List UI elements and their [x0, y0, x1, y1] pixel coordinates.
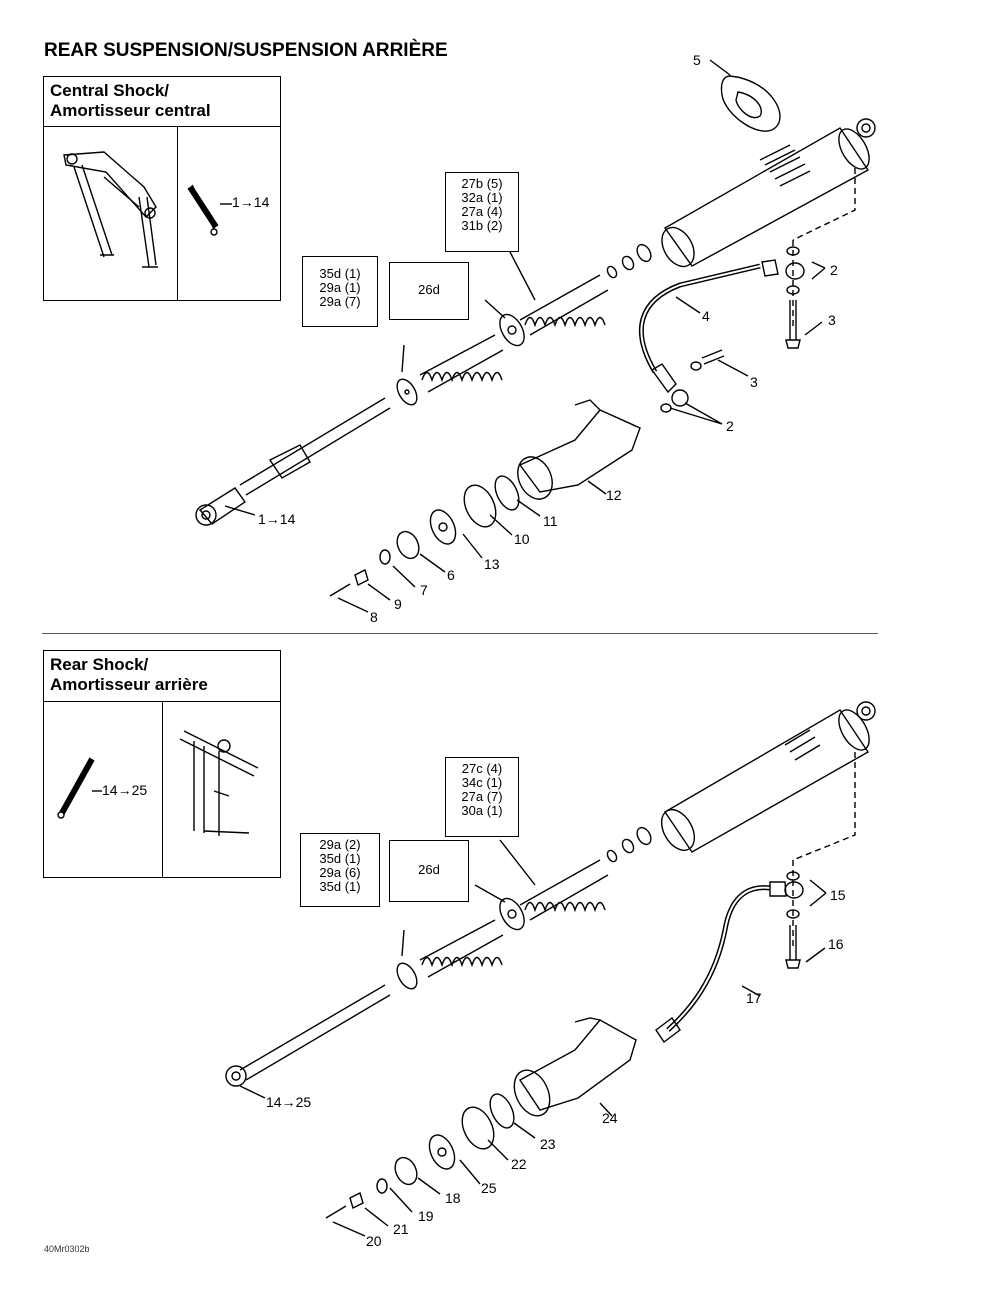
central-shock-inset: Central Shock/ Amortisseur central 1→14	[43, 76, 281, 301]
callout-16: 16	[828, 936, 844, 952]
callout-18: 18	[445, 1190, 461, 1206]
spring-stack-lower-rear	[419, 919, 504, 978]
central-title-line1: Central Shock/	[50, 81, 170, 100]
box-line: 32a (1)	[461, 190, 503, 205]
box-line: 27a (7)	[461, 789, 503, 804]
hose-4	[638, 259, 805, 394]
shock-body-rear	[660, 701, 876, 853]
box-line: 27b (5)	[461, 176, 503, 191]
central-inset-ref: 1→14	[232, 194, 270, 210]
box-line: 27a (4)	[461, 204, 503, 219]
callout-6: 6	[447, 567, 455, 583]
page-title: REAR SUSPENSION/SUSPENSION ARRIÈRE	[44, 40, 448, 61]
central-kit-box-a: 27b (5) 32a (1) 27a (4) 31b (2)	[445, 172, 519, 252]
spring-stack-upper-rear	[519, 859, 609, 921]
callout-9: 9	[394, 596, 402, 612]
inset-divider	[177, 127, 178, 300]
rear-kit-box-b: 29a (2) 35d (1) 29a (6) 35d (1)	[300, 833, 380, 907]
callout-25: 25	[481, 1180, 497, 1196]
callout-12: 12	[606, 487, 622, 503]
box-line: 29a (7)	[319, 294, 361, 309]
callout-22: 22	[511, 1156, 527, 1172]
spring-stack-lower-central	[419, 334, 504, 393]
box-line: 29a (1)	[319, 280, 361, 295]
box-line: 26d	[418, 282, 440, 297]
callout-8: 8	[370, 609, 378, 625]
central-title-line2: Amortisseur central	[50, 101, 211, 120]
box-line: 34c (1)	[461, 775, 503, 790]
callout-13: 13	[484, 556, 500, 572]
callout-23: 23	[540, 1136, 556, 1152]
box-line: 29a (6)	[319, 865, 361, 880]
callout-2b: 2	[726, 418, 734, 434]
central-kit-box-b: 35d (1) 29a (1) 29a (7)	[302, 256, 378, 327]
washer-5	[720, 75, 781, 132]
rear-inset-ref: 14→25	[102, 782, 148, 798]
central-frame-illustration	[63, 151, 232, 268]
callout-2a: 2	[830, 262, 838, 278]
callout-3b: 3	[750, 374, 758, 390]
callout-11: 11	[543, 513, 558, 529]
box-line: 35d (1)	[319, 879, 361, 894]
hose-17	[655, 881, 804, 1044]
callout-10: 10	[514, 531, 530, 547]
box-line: 26d	[418, 862, 440, 877]
piston-26d-central	[499, 313, 525, 347]
box-line: 29a (2)	[319, 837, 361, 852]
rear-title-line1: Rear Shock/	[50, 655, 149, 674]
box-line: 27c (4)	[461, 761, 503, 776]
callout-15: 15	[830, 887, 846, 903]
shock-body-central	[661, 118, 876, 268]
box-line: 31b (2)	[461, 218, 503, 233]
central-kit-box-c: 26d	[389, 262, 469, 320]
rear-shock-title: Rear Shock/ Amortisseur arrière	[44, 651, 280, 702]
box-line: 35d (1)	[319, 266, 361, 281]
reservoir-24	[513, 1017, 637, 1117]
rear-shock-mini-illustration	[57, 730, 259, 836]
rear-kit-box-c: 26d	[389, 840, 469, 902]
callout-24: 24	[602, 1110, 618, 1126]
callout-ref-central: 1→14	[258, 511, 296, 527]
callout-7: 7	[420, 582, 428, 598]
drawing-code: 40Mr0302b	[44, 1244, 90, 1254]
rear-title-line2: Amortisseur arrière	[50, 675, 208, 694]
inset-divider	[162, 702, 163, 877]
callout-4: 4	[702, 308, 710, 324]
shaft-assembly-central	[195, 397, 391, 526]
box-line: 30a (1)	[461, 803, 503, 818]
spring-stack-upper-central	[519, 274, 609, 336]
callout-19: 19	[418, 1208, 434, 1224]
box-line: 35d (1)	[319, 851, 361, 866]
shaft-assembly-rear	[225, 984, 391, 1087]
callout-20: 20	[366, 1233, 382, 1249]
central-shock-title: Central Shock/ Amortisseur central	[44, 77, 280, 127]
rear-shock-inset: Rear Shock/ Amortisseur arrière 14→25	[43, 650, 281, 878]
callout-21: 21	[393, 1221, 409, 1237]
section-separator	[42, 633, 878, 634]
callout-17: 17	[746, 990, 762, 1006]
callout-5: 5	[693, 52, 701, 68]
rear-kit-box-a: 27c (4) 34c (1) 27a (7) 30a (1)	[445, 757, 519, 837]
callout-ref-rear: 14→25	[266, 1094, 312, 1110]
reservoir-12	[517, 399, 641, 500]
callout-3a: 3	[828, 312, 836, 328]
piston-26d-rear	[499, 897, 525, 931]
